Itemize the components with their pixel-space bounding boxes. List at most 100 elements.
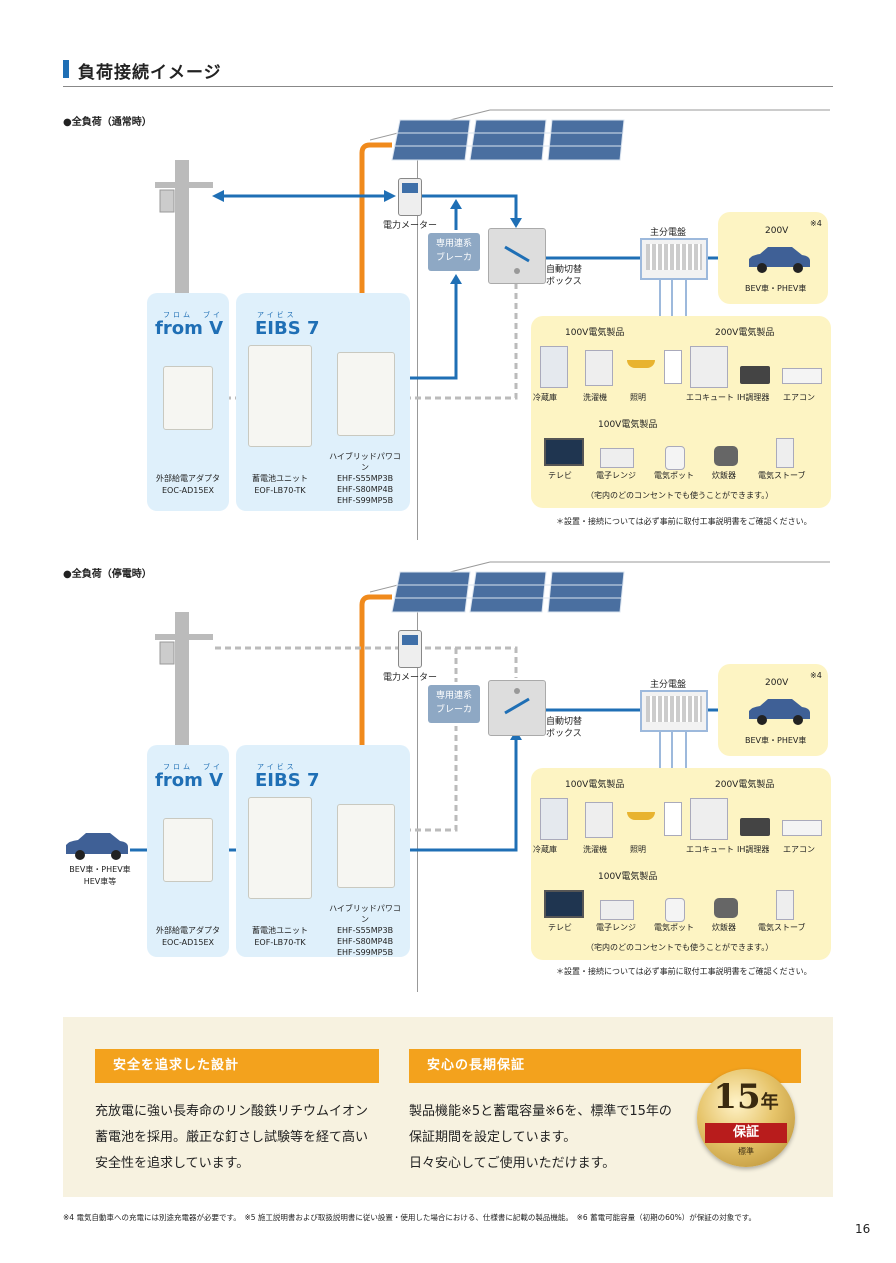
ih-cooker-icon <box>740 366 770 384</box>
diagram-outage: ●全負荷（停電時） <box>0 452 896 992</box>
group-200-label: 200V電気製品 <box>715 780 775 790</box>
battery-unit-icon <box>248 797 312 899</box>
auto-switch-box-icon <box>488 680 546 736</box>
pcs-label: ハイブリッドパワコン EHF-S55MP3B EHF-S80MP4B EHF-S… <box>328 903 402 958</box>
pcs-model-2: EHF-S80MP4B <box>336 485 394 494</box>
feature-line: 蓄電池を採用。厳正な釘さし試験等を経て高い <box>95 1130 369 1145</box>
install-note: ＊設置・接続については必ず事前に取付工事説明書をご確認ください。 <box>556 517 812 526</box>
from-v-logo: from V <box>155 318 224 339</box>
pcs-model-3: EHF-S99MP5B <box>336 496 394 505</box>
appliance-panel <box>531 768 831 960</box>
external-car-icon <box>66 833 128 860</box>
adapter-model: EOC-AD15EX <box>162 938 214 947</box>
battery-name: 蓄電池ユニット <box>252 474 308 483</box>
diagram-normal: ●全負荷（通常時） <box>0 0 896 540</box>
badge-sub: 標準 <box>738 1147 754 1156</box>
voltage-200-label: 200V <box>765 678 789 688</box>
appliance-label: 電気ポット <box>654 471 694 480</box>
feature-body-safety: 充放電に強い長寿命のリン酸鉄リチウムイオン 蓄電池を採用。厳正な釘さし試験等を経… <box>95 1099 395 1177</box>
microwave-icon <box>600 900 634 920</box>
feature-line: 製品機能※5と蓄電容量※6を、標準で15年の <box>409 1104 672 1119</box>
outlet-icon <box>664 350 682 384</box>
appliance-label: エコキュート <box>686 845 734 854</box>
battery-model: EOF-LB70-TK <box>254 938 306 947</box>
pcs-model-2: EHF-S80MP4B <box>336 937 394 946</box>
microwave-icon <box>600 448 634 468</box>
pot-icon <box>665 446 685 470</box>
ecocute-icon <box>690 798 728 840</box>
group-100-label: 100V電気製品 <box>565 328 625 338</box>
panel-label: 主分電盤 <box>650 680 687 690</box>
washer-icon <box>585 350 613 386</box>
light-icon <box>627 360 655 368</box>
pcs-model-1: EHF-S55MP3B <box>336 926 394 935</box>
group-100-label: 100V電気製品 <box>565 780 625 790</box>
battery-label: 蓄電池ユニット EOF-LB70-TK <box>245 473 315 497</box>
adapter-model: EOC-AD15EX <box>162 486 214 495</box>
pcs-label: ハイブリッドパワコン EHF-S55MP3B EHF-S80MP4B EHF-S… <box>328 451 402 506</box>
switch-label-1: 自動切替 <box>546 717 583 727</box>
appliance-row-bottom: テレビ 電子レンジ 電気ポット 炊飯器 電気ストーブ <box>548 922 848 934</box>
title-divider <box>63 86 833 87</box>
breaker-label-2: ブレーカ <box>435 705 472 715</box>
ev-label: BEV車・PHEV車 <box>745 736 807 745</box>
note-ref: ※4 <box>810 671 822 680</box>
air-conditioner-icon <box>782 368 822 384</box>
appliance-label: 炊飯器 <box>712 471 736 480</box>
appliance-label: 電気ポット <box>654 923 694 932</box>
hybrid-pcs-icon <box>337 352 395 436</box>
appliance-panel <box>531 316 831 508</box>
appliance-label: テレビ <box>548 923 572 932</box>
adapter-name: 外部給電アダプタ <box>156 926 220 935</box>
eibs-logo: EIBS 7 <box>255 770 320 791</box>
feature-line: 保証期間を設定しています。 <box>409 1130 577 1145</box>
house-wall <box>417 592 418 992</box>
title-accent-bar <box>63 60 69 78</box>
battery-label: 蓄電池ユニット EOF-LB70-TK <box>245 925 315 949</box>
electric-meter-icon <box>398 630 422 668</box>
adapter-unit-icon <box>163 818 213 882</box>
utility-pole-icon <box>155 160 213 320</box>
appliance-label: 冷蔵庫 <box>533 393 557 402</box>
note-ref: ※4 <box>810 219 822 228</box>
breaker-label-2: ブレーカ <box>435 253 472 263</box>
appliance-row-top: 冷蔵庫 洗濯機 照明 エコキュート IH調理器 エアコン <box>533 392 833 404</box>
badge-years: 15年 <box>697 1079 795 1121</box>
ih-cooker-icon <box>740 818 770 836</box>
rice-cooker-icon <box>714 898 738 918</box>
electric-meter-icon <box>398 178 422 216</box>
badge-number: 15 <box>713 1077 761 1117</box>
external-car-type-2: HEV車等 <box>83 877 117 886</box>
appliance-label: 洗濯機 <box>583 845 607 854</box>
refrigerator-icon <box>540 346 568 388</box>
footnote: ※4 電気自動車への充電には別途充電器が必要です。 ※5 施工説明書および取扱説… <box>63 1213 756 1222</box>
appliance-label: 電子レンジ <box>596 471 636 480</box>
eibs-ruby: アイビス <box>257 311 297 319</box>
eibs-logo: EIBS 7 <box>255 318 320 339</box>
from-v-ruby: フロム ブイ <box>163 311 223 319</box>
from-v-logo: from V <box>155 770 224 791</box>
car-icon <box>749 699 810 725</box>
distribution-panel-icon <box>640 690 708 732</box>
adapter-label: 外部給電アダプタ EOC-AD15EX <box>152 925 224 949</box>
pcs-model-1: EHF-S55MP3B <box>336 474 394 483</box>
breaker-box: 専用連系 ブレーカ <box>428 233 480 271</box>
from-v-ruby: フロム ブイ <box>163 763 223 771</box>
solar-panel-icon <box>391 571 625 613</box>
appliance-row-top: 冷蔵庫 洗濯機 照明 エコキュート IH調理器 エアコン <box>533 844 833 856</box>
tv-icon <box>544 890 584 918</box>
feature-heading-safety: 安全を追求した設計 <box>95 1049 379 1083</box>
tv-icon <box>544 438 584 466</box>
external-car-label: BEV車・PHEV車 HEV車等 <box>58 864 142 888</box>
battery-unit-icon <box>248 345 312 447</box>
badge-unit: 年 <box>760 1092 779 1113</box>
pot-icon <box>665 898 685 922</box>
appliance-label: 冷蔵庫 <box>533 845 557 854</box>
solar-panel-icon <box>391 119 625 161</box>
breaker-box: 専用連系 ブレーカ <box>428 685 480 723</box>
adapter-label: 外部給電アダプタ EOC-AD15EX <box>152 473 224 497</box>
utility-pole-icon <box>155 612 213 772</box>
hybrid-pcs-icon <box>337 804 395 888</box>
appliance-label: テレビ <box>548 471 572 480</box>
section-label: ●全負荷（停電時） <box>63 569 152 580</box>
